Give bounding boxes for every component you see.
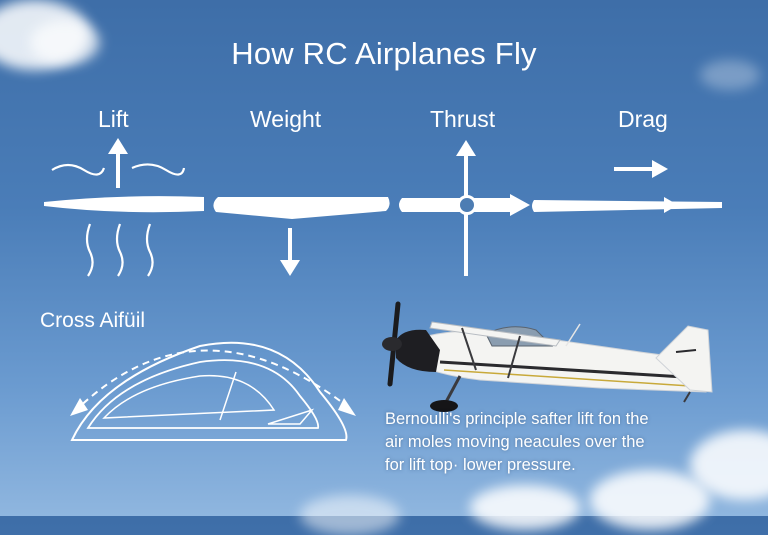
wing-segment-lift <box>44 196 204 213</box>
landing-gear <box>444 375 462 403</box>
airplane-cowling <box>396 329 440 372</box>
weight-diagram <box>213 197 390 276</box>
lift-arrowhead <box>108 138 128 154</box>
airflow-wave-left <box>51 163 106 176</box>
drag-arrowhead <box>652 160 668 178</box>
weight-arrowhead <box>280 260 300 276</box>
rc-airplane-image <box>382 301 713 412</box>
airfoil-outline-outer <box>70 341 348 441</box>
airflow-wave-right <box>131 163 186 176</box>
forces-diagram <box>44 138 722 441</box>
propeller-hub-icon <box>457 195 477 215</box>
airplane-tail-stripe <box>675 349 697 353</box>
drag-diagram <box>532 160 722 213</box>
cloud <box>700 60 760 90</box>
wing-segment-weight <box>213 197 390 219</box>
wing-segment-thrust <box>399 198 512 212</box>
airflow-wave-low-3 <box>145 223 154 277</box>
weight-label: Weight <box>250 106 322 132</box>
airplane-stripe <box>439 360 701 380</box>
airplane-antenna <box>565 323 581 347</box>
thrust-diagram <box>399 140 530 276</box>
airplane-stripe-2 <box>443 369 691 387</box>
landing-wheel <box>430 400 458 412</box>
airplane-strut <box>461 327 521 379</box>
airflow-wave-low-1 <box>85 223 94 277</box>
airfoil-rib-line <box>219 371 237 421</box>
airfoil-outline-inner <box>102 374 276 419</box>
airfoil-outline-mid <box>86 359 320 429</box>
propeller-spinner <box>382 337 402 351</box>
lift-diagram <box>44 138 204 277</box>
arc-arrowhead-left <box>70 398 88 416</box>
wing-segment-drag <box>532 200 722 212</box>
drag-label: Drag <box>618 106 668 132</box>
cross-section-label: Cross Aifüil <box>40 309 146 332</box>
airfoil-cross-section <box>70 341 356 441</box>
caption-line-1: Bernoulli's principle safter lift fon th… <box>385 410 649 428</box>
tail-gear <box>683 391 691 403</box>
arc-arrowhead-right <box>338 398 356 416</box>
lift-label: Lift <box>98 106 129 132</box>
caption-line-2: air moles moving neacules over the <box>385 433 645 451</box>
airflow-dashed-arc <box>73 349 353 413</box>
thrust-vertical-arrowhead <box>456 140 476 156</box>
thrust-arrowhead <box>510 194 530 216</box>
page-title: How RC Airplanes Fly <box>231 36 537 71</box>
caption-line-3: for lift top· lower pressure. <box>385 456 576 474</box>
thrust-label: Thrust <box>430 106 496 132</box>
cloud <box>30 20 100 65</box>
drag-inline-arrowhead <box>664 197 678 213</box>
airplane-tail-fin <box>655 325 713 393</box>
airflow-wave-low-2 <box>115 223 124 277</box>
airfoil-flap <box>267 408 315 425</box>
